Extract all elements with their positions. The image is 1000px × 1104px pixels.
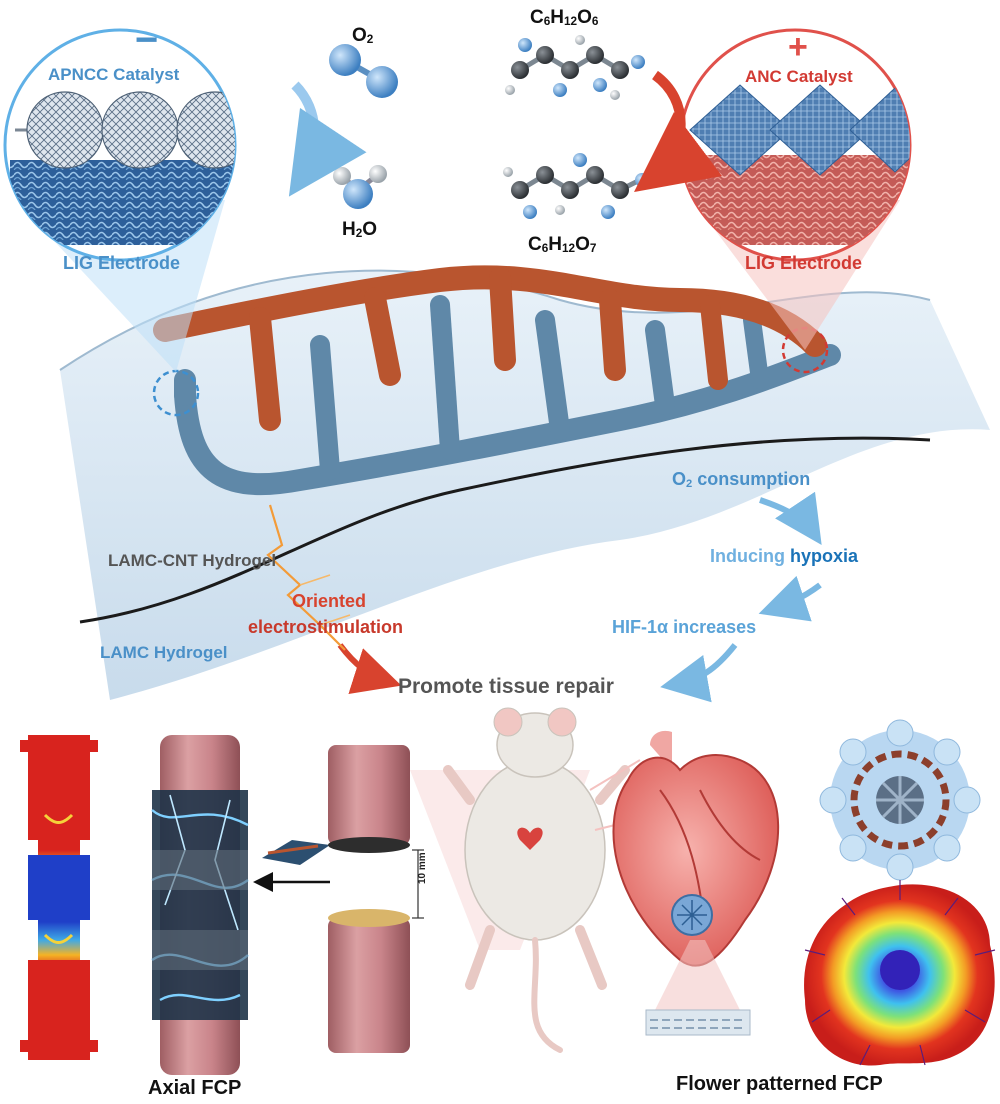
gluconic-c-count: 6	[541, 242, 549, 256]
transected-vessel	[328, 745, 424, 1053]
heart-illustration	[589, 730, 780, 1036]
arrow-to-repair-left	[337, 643, 402, 694]
anode-electrode-label: LIG Electrode	[745, 253, 863, 273]
gluconic-formula: C6H12O7	[528, 235, 596, 254]
flower-fcp-pattern	[819, 719, 981, 881]
lamc-cnt-hydrogel-label: LAMC-CNT Hydrogel	[108, 551, 277, 570]
arrow-to-hif	[758, 575, 822, 622]
scale-bar-label: 10 mm	[417, 852, 428, 884]
arrow-to-hypoxia	[759, 491, 822, 545]
oriented-label-line1: Oriented	[292, 591, 367, 611]
cathode-magnifier	[3, 28, 237, 372]
anode-sign: +	[788, 28, 808, 66]
rat-illustration	[410, 707, 630, 1053]
inducing-hypoxia-label: Inducing hypoxia	[710, 547, 858, 565]
o2-consumption-o: O	[672, 469, 687, 489]
glucose-c-count: 6	[543, 15, 551, 29]
cathode-sign: −	[135, 18, 159, 62]
o2-consumption-label: O2 consumption	[672, 469, 811, 490]
anode-comb	[153, 265, 827, 357]
oriented-label-line2: electrostimulation	[248, 617, 404, 637]
o2-consumption-rest: consumption	[692, 469, 811, 489]
glucose-c: C	[530, 7, 544, 28]
gluconic-o: O	[575, 234, 590, 255]
flower-field-simulation	[804, 880, 996, 1066]
gluconic-c: C	[528, 234, 542, 255]
hydrogel-interface-line	[79, 436, 931, 624]
anode-catalyst-label: ANC Catalyst	[745, 67, 853, 86]
cathode-reaction-arrow	[288, 81, 367, 197]
hif-label: HIF-1α increases	[612, 617, 757, 637]
flower-fcp-label: Flower patterned FCP	[676, 1073, 883, 1095]
o2-base: O	[352, 25, 367, 46]
glucose-h: H	[550, 7, 565, 28]
lamc-hydrogel-label: LAMC Hydrogel	[100, 643, 228, 662]
o2-sub: 2	[366, 33, 374, 47]
axial-fcp-label: Axial FCP	[148, 1077, 242, 1099]
cathode-comb	[174, 344, 841, 496]
h2o-formula: H2O	[342, 220, 377, 239]
o2-consumption-sub: 2	[686, 478, 693, 490]
interdigitated-electrodes	[152, 265, 841, 496]
h2o-molecule	[333, 165, 387, 209]
hypoxia-text: hypoxia	[790, 546, 859, 566]
axial-field-simulation	[20, 735, 98, 1060]
glucose-o-count: 6	[591, 15, 599, 29]
h2o-base1: H	[342, 219, 356, 240]
cathode-electrode-label: LIG Electrode	[63, 253, 181, 273]
glucose-formula: C6H12O6	[530, 8, 598, 27]
anode-magnifier	[678, 28, 912, 350]
glucose-h-count: 12	[564, 15, 578, 29]
axial-fcp-tube	[151, 735, 249, 1075]
gluconic-h: H	[548, 234, 563, 255]
promote-tissue-repair-label: Promote tissue repair	[398, 675, 614, 698]
arrow-to-repair-right	[660, 643, 738, 703]
cathode-catalyst-label: APNCC Catalyst	[48, 65, 180, 84]
gluconic-h-count: 12	[562, 242, 576, 256]
glucose-o: O	[577, 7, 592, 28]
glucose-molecule	[505, 35, 645, 100]
h2o-sub1: 2	[355, 227, 363, 241]
gluconic-o-count: 7	[589, 242, 597, 256]
inducing-text: Inducing	[710, 546, 790, 566]
anode-reaction-arrow	[634, 70, 722, 193]
h2o-base2: O	[362, 219, 378, 240]
fcp-film-inset	[262, 840, 330, 865]
gluconic-acid-molecule	[503, 153, 649, 219]
o2-formula: O2	[352, 26, 373, 45]
o2-molecule	[329, 44, 398, 98]
